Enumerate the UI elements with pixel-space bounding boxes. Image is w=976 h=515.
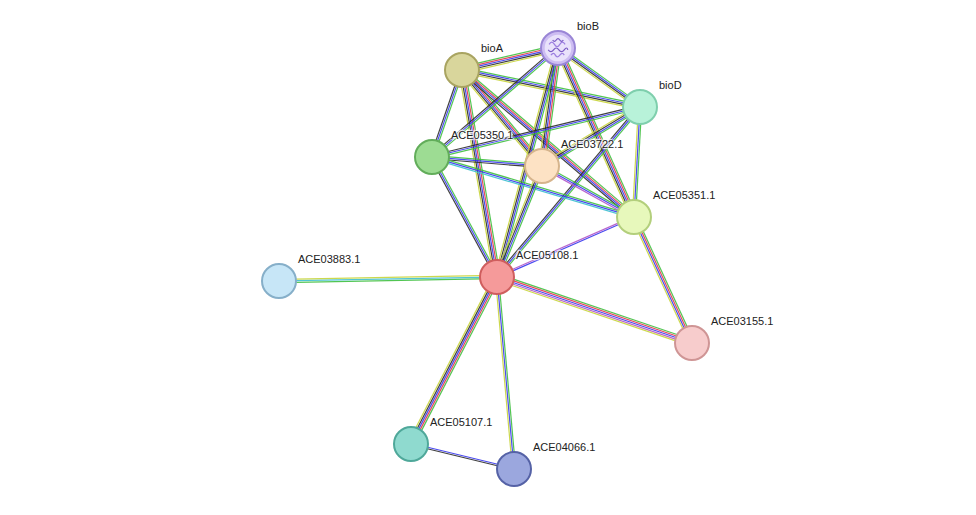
interaction-edge (497, 294, 514, 452)
node-label: ACE05107.1 (429, 416, 493, 429)
interaction-edge (512, 223, 618, 271)
evidence-line (640, 233, 684, 328)
structure-ribbon (553, 39, 564, 42)
protein-node: ACE05350.1 (414, 139, 450, 175)
evidence-line (573, 56, 627, 95)
evidence-line (514, 281, 677, 336)
evidence-line (427, 449, 497, 466)
interaction-edge (512, 279, 677, 340)
evidence-line (509, 121, 630, 265)
interaction-edge (570, 56, 627, 99)
node-label: ACE05351.1 (652, 189, 716, 202)
node-label: ACE04066.1 (532, 441, 596, 454)
node-label: bioB (576, 20, 600, 33)
evidence-line (442, 171, 491, 261)
evidence-line (440, 172, 489, 262)
evidence-line (512, 223, 618, 269)
node-label: bioD (658, 79, 683, 92)
protein-node: bioA (444, 52, 480, 88)
protein-node: bioB (540, 30, 576, 66)
evidence-line (500, 294, 514, 452)
interaction-edge (633, 124, 640, 200)
structure-ribbon (548, 48, 568, 52)
evidence-line (416, 291, 486, 428)
evidence-line (417, 291, 487, 428)
interaction-edge (416, 291, 492, 431)
interaction-edge (427, 447, 497, 466)
evidence-line (544, 65, 555, 149)
evidence-line (497, 294, 511, 452)
node-label: ACE05350.1 (450, 129, 514, 142)
structure-image (542, 32, 574, 64)
evidence-line (498, 294, 512, 452)
evidence-line (556, 115, 625, 156)
node-label: bioA (480, 42, 504, 55)
interaction-edge (556, 173, 620, 210)
evidence-line (643, 231, 687, 326)
evidence-line (633, 124, 637, 200)
node-label: ACE03722.1 (560, 138, 624, 151)
protein-node: ACE03155.1 (674, 325, 710, 361)
evidence-line (465, 87, 494, 260)
evidence-line (439, 173, 488, 263)
evidence-line (557, 116, 626, 157)
evidence-line (422, 294, 492, 431)
evidence-line (642, 232, 686, 327)
evidence-line (639, 233, 683, 328)
protein-node: ACE05108.1 (479, 259, 515, 295)
evidence-line (428, 447, 498, 464)
node-label: ACE05108.1 (515, 249, 579, 262)
evidence-line (419, 292, 489, 429)
protein-node: ACE03883.1 (261, 263, 297, 299)
evidence-line (555, 114, 624, 155)
evidence-line (557, 174, 619, 209)
interaction-edge (639, 231, 687, 328)
node-label: ACE03883.1 (297, 253, 361, 266)
evidence-line (558, 173, 620, 208)
evidence-line (558, 118, 627, 159)
interaction-edge (439, 171, 491, 263)
evidence-line (514, 279, 677, 334)
protein-node: bioD (622, 89, 658, 125)
evidence-line (296, 276, 480, 279)
evidence-line (513, 284, 676, 339)
interaction-edge (555, 114, 626, 160)
protein-node: ACE05351.1 (616, 199, 652, 235)
structure-ground (545, 35, 572, 62)
interaction-edge (296, 276, 480, 283)
protein-node: ACE04066.1 (496, 451, 532, 487)
evidence-line (501, 181, 533, 260)
evidence-line (508, 120, 629, 264)
evidence-line (479, 53, 542, 67)
interaction-edge (507, 119, 631, 265)
structure-ribbon (551, 53, 564, 57)
evidence-line (507, 119, 628, 263)
protein-node: ACE05107.1 (393, 426, 429, 462)
node-label: ACE03155.1 (710, 315, 774, 328)
evidence-line (513, 225, 619, 271)
evidence-line (512, 285, 675, 340)
evidence-line (556, 176, 618, 211)
evidence-line (420, 293, 490, 430)
evidence-line (513, 282, 676, 337)
structure-ribbon (549, 42, 565, 46)
protein-node: ACE03722.1 (524, 148, 560, 184)
